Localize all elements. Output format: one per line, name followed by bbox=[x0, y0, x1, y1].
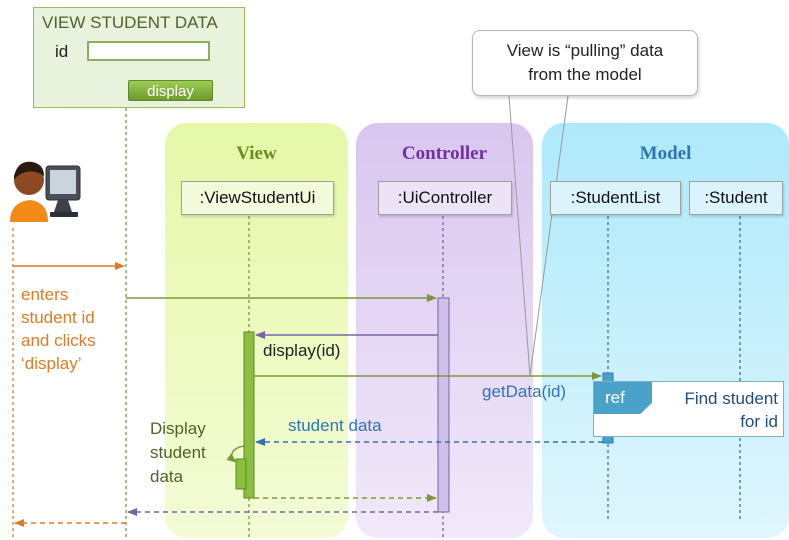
ui-controller-box: :UiController bbox=[378, 181, 512, 215]
display-student-data-note: Display student data bbox=[150, 417, 206, 489]
controller-panel-title: Controller bbox=[401, 143, 488, 164]
id-label: id bbox=[55, 42, 69, 61]
actor-note-line-2: student id bbox=[21, 308, 95, 327]
display-note-line-2: student bbox=[150, 443, 206, 462]
actor-note-line-1: enters bbox=[21, 285, 69, 304]
actor-action-note: enters student id and clicks ‘display’ bbox=[21, 283, 96, 375]
callout-pointer-right bbox=[529, 95, 569, 377]
get-data-label: getData(id) bbox=[482, 382, 567, 401]
callout-line-2: from the model bbox=[528, 65, 642, 84]
display-note-line-3: data bbox=[150, 467, 184, 486]
view-panel-title: View bbox=[236, 143, 277, 164]
callout-pointer-left bbox=[508, 95, 531, 377]
student-data-label: student data bbox=[288, 416, 382, 435]
ref-line-1: Find student bbox=[684, 389, 778, 408]
controller-activation bbox=[437, 297, 450, 513]
view-ui-activation bbox=[243, 331, 255, 499]
actor-note-line-3: and clicks bbox=[21, 331, 96, 350]
ref-line-2: for id bbox=[740, 412, 778, 431]
ref-tag: ref bbox=[594, 382, 652, 414]
callout-line-1: View is “pulling” data bbox=[506, 41, 664, 60]
actor-note-line-4: ‘display’ bbox=[21, 354, 82, 373]
display-student-data-self-call bbox=[226, 445, 245, 463]
student-box: :Student bbox=[689, 181, 783, 215]
user-at-computer-icon bbox=[10, 161, 81, 222]
display-button[interactable]: display bbox=[128, 80, 213, 101]
id-input[interactable] bbox=[87, 41, 210, 61]
student-list-box: :StudentList bbox=[550, 181, 681, 215]
view-ui-self-activation bbox=[235, 458, 247, 490]
display-note-line-1: Display bbox=[150, 419, 206, 438]
model-panel-title: Model bbox=[639, 143, 692, 164]
view-student-ui-box: :ViewStudentUi bbox=[181, 181, 334, 215]
pulling-data-callout: View is “pulling” data from the model bbox=[472, 30, 698, 96]
display-id-label: display(id) bbox=[263, 341, 341, 360]
form-title: VIEW STUDENT DATA bbox=[42, 13, 218, 32]
ref-description: Find student for id bbox=[650, 387, 778, 433]
